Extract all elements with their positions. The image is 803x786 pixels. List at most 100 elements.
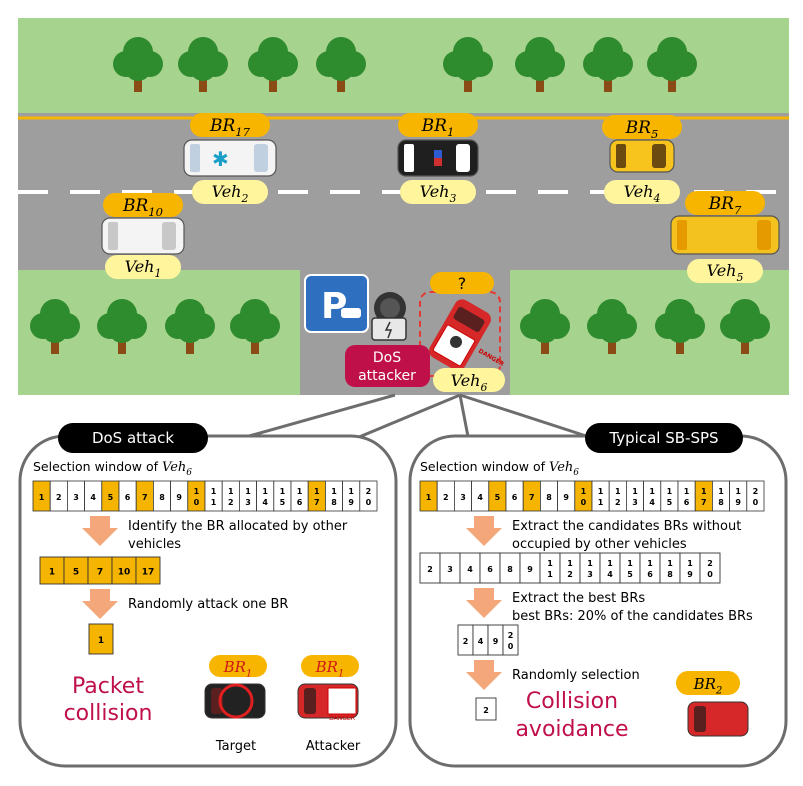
svg-text:7: 7 [142,493,148,502]
collision-avoidance-line2: avoidance [515,717,628,742]
svg-text:1: 1 [627,559,633,568]
packet-collision-line1: Packet [72,674,144,699]
svg-text:0: 0 [753,498,759,507]
police-car-icon [397,139,479,177]
attacker-car [429,299,491,371]
br-box: 13 [579,552,601,584]
window-slot: 6 [118,480,137,512]
br-box: 6 [479,552,501,584]
tree-icon [97,299,147,354]
svg-text:4: 4 [90,493,96,502]
svg-text:4: 4 [477,493,483,502]
svg-text:10: 10 [118,568,131,578]
svg-text:2: 2 [56,493,62,502]
svg-text:5: 5 [73,568,79,578]
veh-badge [105,255,181,279]
right-step2: Extract the best BRs [512,591,645,606]
svg-text:1: 1 [718,487,724,496]
svg-text:3: 3 [73,493,79,502]
window-slot: 12 [221,480,240,512]
svg-text:4: 4 [607,570,613,579]
br-box: 14 [599,552,621,584]
crosshair-icon [218,683,254,719]
svg-text:2: 2 [567,570,573,579]
svg-text:1: 1 [567,559,573,568]
svg-text:8: 8 [159,493,165,502]
svg-text:1: 1 [615,487,621,496]
attacker-label-line2: attacker [358,368,416,384]
down-arrow-icon [82,589,118,619]
attacker-badge [345,345,430,387]
window-slot: 11 [204,480,223,512]
tree-icon [647,37,697,92]
svg-text:6: 6 [647,570,653,579]
br-box: 4 [459,552,481,584]
svg-text:1: 1 [547,559,553,568]
veh6-badge [433,368,505,392]
left-step2: Randomly attack one BR [128,597,288,612]
br-box: 2 [419,552,441,584]
tree-icon [655,299,705,354]
down-arrow-icon [82,516,118,546]
trees [30,37,770,354]
svg-text:1: 1 [687,559,693,568]
right-step1: Extract the candidates BRs without [512,519,741,534]
veh-badge [687,259,763,283]
target-label: Target [215,739,256,754]
svg-text:7: 7 [314,498,320,507]
svg-text:1: 1 [211,487,217,496]
br-box: 17 [135,556,161,585]
window-slot: 15 [273,480,292,512]
svg-text:9: 9 [527,565,533,574]
svg-text:1: 1 [98,636,104,646]
taxi-car-icon [609,139,675,173]
right-panel-title: Typical SB-SPS [608,429,718,447]
hacker-icon [371,292,407,341]
down-arrow-icon [466,516,502,546]
window-slot: 7 [522,480,541,512]
parking-sign-icon: P [304,274,369,333]
svg-text:2: 2 [427,565,433,574]
svg-text:2: 2 [483,706,489,715]
br-badge [602,115,682,139]
attacker-br-badge [301,655,359,677]
tree-icon [583,37,633,92]
selected-car-icon [687,701,749,737]
svg-text:3: 3 [587,570,593,579]
window-slot: 12 [608,480,627,512]
tree-icon [248,37,298,92]
tree-icon [587,299,637,354]
svg-text:2: 2 [463,637,469,646]
left-panel-frame [18,434,398,768]
window-slot: 5 [488,480,507,512]
attacker-danger-label: DANGER [329,715,355,722]
svg-text:5: 5 [495,493,501,502]
tree-icon [178,37,228,92]
br-box: 7 [87,556,113,585]
br-box: 12 [559,552,581,584]
right-br-badge [676,671,740,695]
right-step3: Randomly selection [512,668,640,683]
tree-icon [113,37,163,92]
window-slot: 18 [712,480,731,512]
br-badge [398,113,478,137]
window-slot: 20 [746,480,765,512]
packet-collision-line2: collision [64,701,153,726]
br-box: 2 [457,624,474,656]
parking-letter: P [321,286,347,327]
window-slot: 8 [540,480,559,512]
svg-text:9: 9 [563,493,569,502]
svg-text:1: 1 [649,487,655,496]
svg-text:✱: ✱ [212,147,229,171]
query-badge [430,272,494,294]
svg-text:6: 6 [684,498,690,507]
left-step1b: vehicles [128,537,181,552]
window-slot: 2 [49,480,68,512]
svg-text:1: 1 [547,570,553,579]
svg-text:1: 1 [667,487,673,496]
svg-text:1: 1 [211,498,217,507]
